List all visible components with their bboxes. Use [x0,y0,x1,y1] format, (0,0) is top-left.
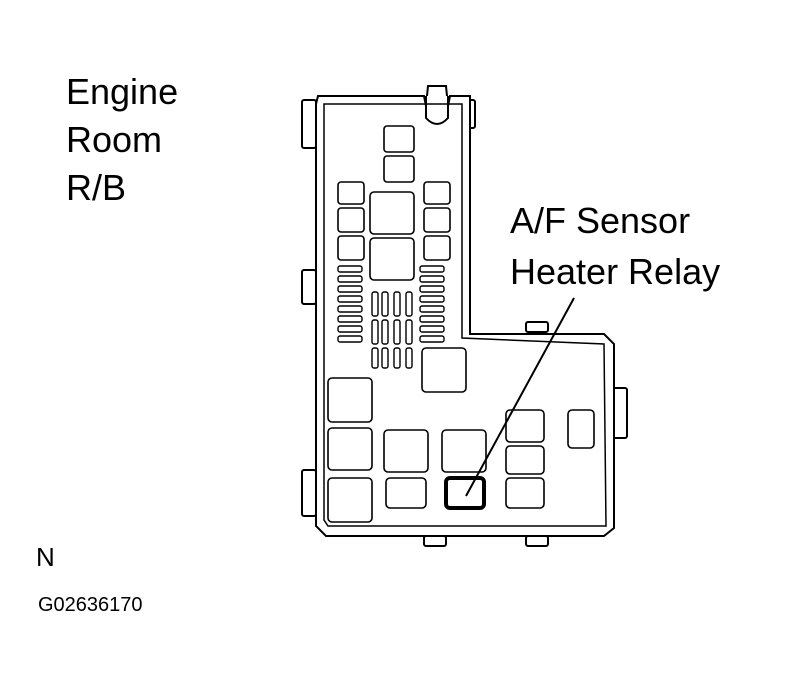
orientation-label: N [36,542,55,572]
lower-relay-grid [327,409,545,523]
title-line-room: Room [66,119,163,160]
callout-leader-line [465,297,575,497]
middle-relays [327,347,595,449]
callout-line-heater-relay: Heater Relay [510,251,721,292]
title-line-engine: Engine [66,71,179,112]
title-line-rb: R/B [66,167,127,208]
top-slot [425,96,449,125]
inner-outline [323,103,607,527]
mini-fuses-left [337,265,363,343]
mini-fuses-right [419,265,445,343]
mini-fuses-center [371,291,413,369]
callout-line-af-sensor: A/F Sensor [510,200,691,241]
figure-code: G02636170 [38,594,143,616]
af-sensor-heater-relay [444,476,486,510]
upper-fuse-group [337,125,451,281]
